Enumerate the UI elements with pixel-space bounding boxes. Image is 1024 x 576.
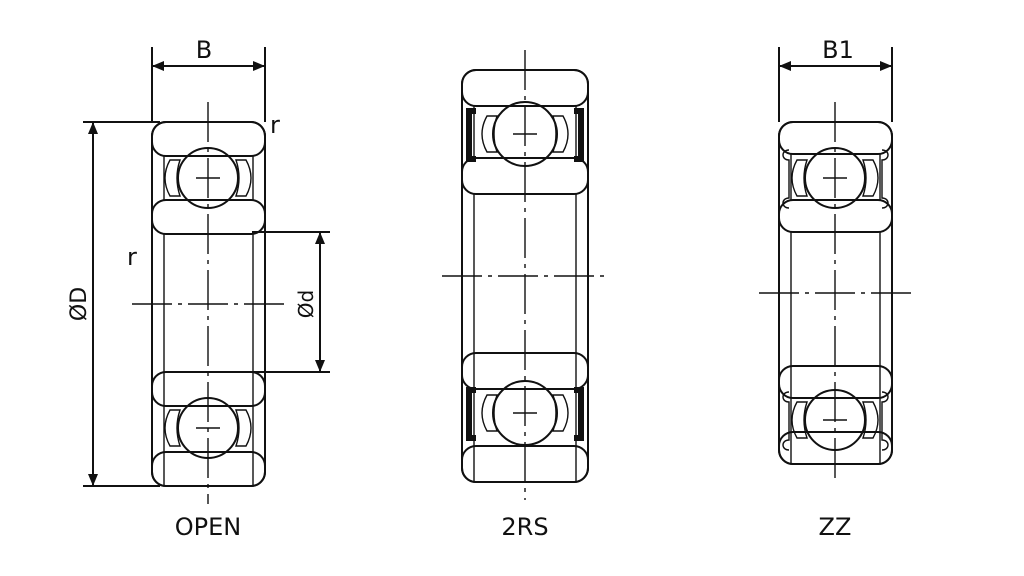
radius-label-inner: r [127,243,137,271]
cage-right [862,159,879,197]
metal-shield-right [881,149,889,209]
cage-left [791,401,808,439]
cage-left [164,409,181,447]
dimension-bore-diameter: Ød [252,231,330,373]
bearing-zz [759,102,912,482]
rubber-seal-right [574,108,584,162]
cage-right [235,409,252,447]
rubber-seal-right [574,387,584,441]
radius-label-outer: r [270,111,280,139]
cage-right [862,401,879,439]
dimension-B: B [151,36,266,122]
rubber-seal-left [466,387,476,441]
metal-shield-left [782,149,790,209]
dimension-label-B1: B1 [822,36,854,64]
caption-open: OPEN [175,513,241,541]
cage-right [235,159,252,197]
rubber-seal-left [466,108,476,162]
bearing-open [132,102,285,504]
bearing-2rs [442,50,608,500]
dimension-B1: B1 [778,36,893,122]
metal-shield-left [782,391,790,451]
ring-section [461,69,589,195]
dimension-label-outer-diameter: ØD [67,287,92,321]
metal-shield-right [881,391,889,451]
cage-left [164,159,181,197]
dimension-label-bore-diameter: Ød [294,290,318,318]
dimension-outer-diameter: ØD [67,121,160,487]
cage-left [791,159,808,197]
caption-2rs: 2RS [501,513,548,541]
caption-zz: ZZ [819,513,852,541]
dimension-label-B: B [196,36,212,64]
